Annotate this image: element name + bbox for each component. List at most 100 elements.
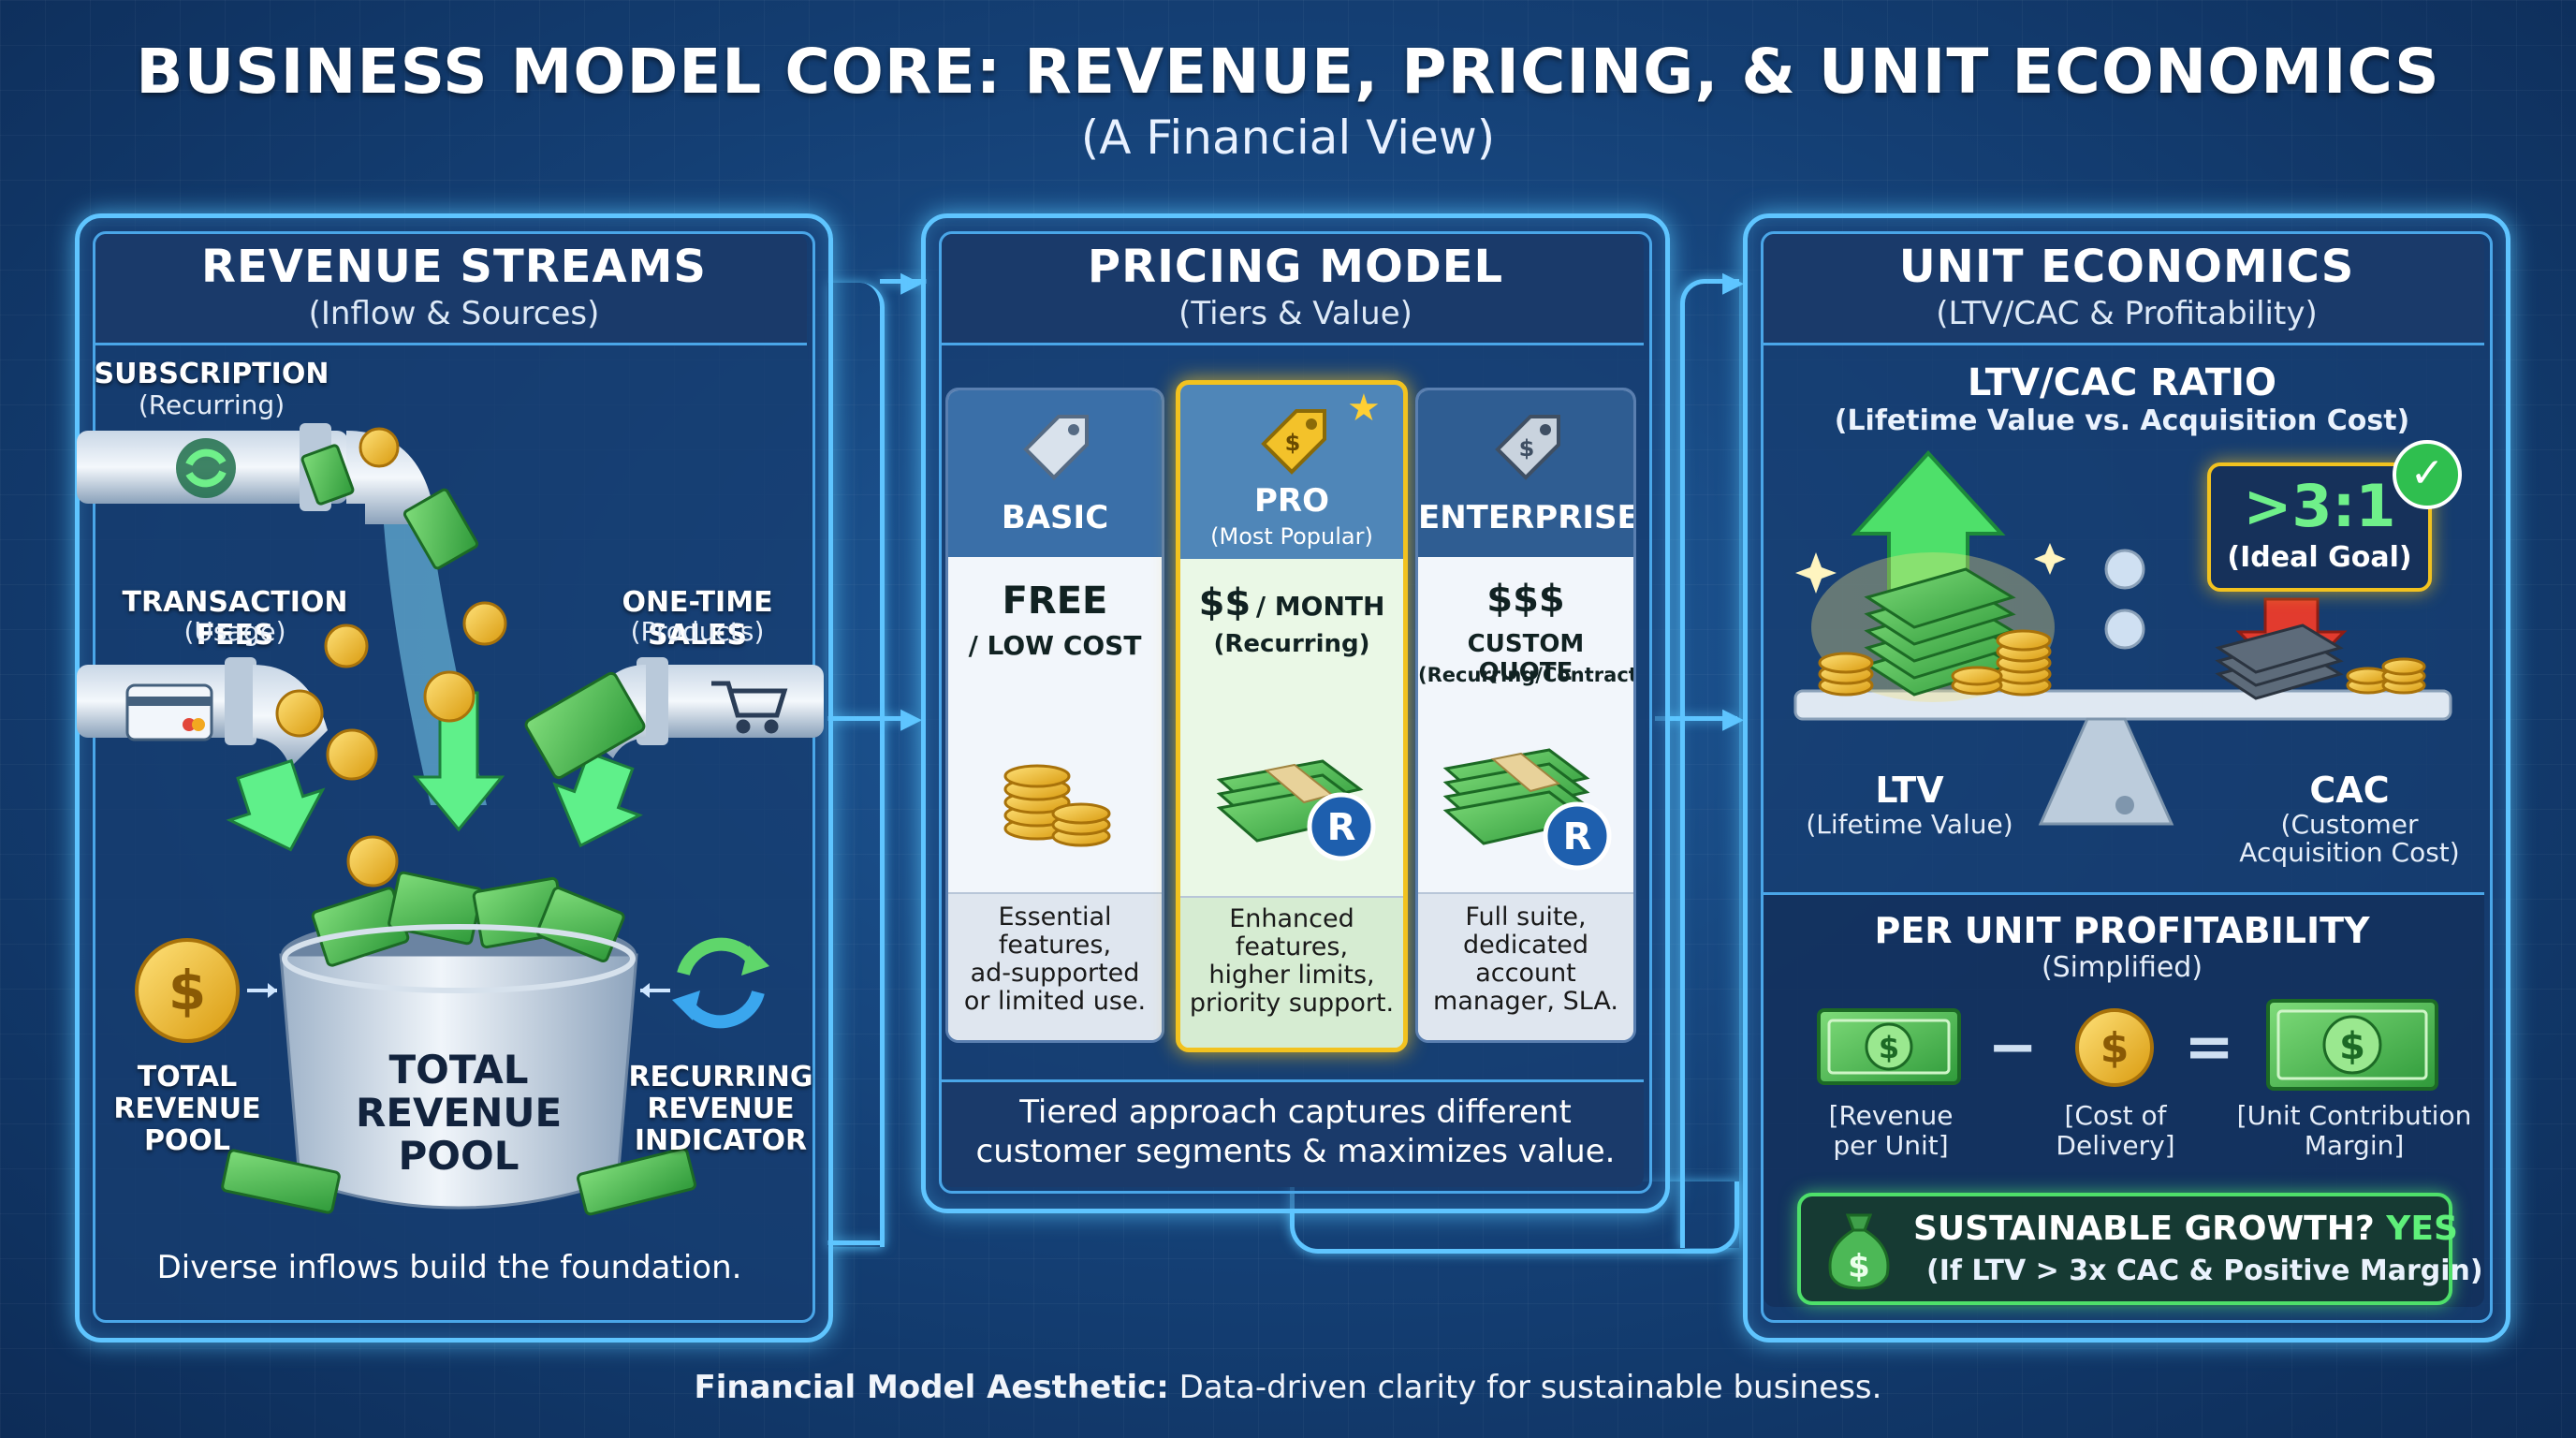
revenue-subtitle: (Inflow & Sources) [308, 295, 600, 332]
page-subtitle: (A Financial View) [1080, 110, 1496, 165]
footer: Financial Model Aesthetic: Data-driven c… [0, 1369, 2576, 1406]
recurring-line: INDICATOR [634, 1124, 808, 1157]
svg-text:$: $ [1519, 435, 1535, 462]
tier-description: Full suite, dedicated account manager, S… [1418, 903, 1633, 1016]
growth-question-text: SUSTAINABLE GROWTH? [1913, 1210, 2375, 1248]
cac-sub-line: Acquisition Cost) [2239, 837, 2460, 868]
footer-bold: Financial Model Aesthetic: [694, 1369, 1169, 1406]
page-title: BUSINESS MODEL CORE: REVENUE, PRICING, &… [136, 36, 2440, 108]
tier-price-sub: / MONTH [1255, 591, 1385, 622]
connector-line [1680, 279, 1739, 1248]
tier-badge: R [1327, 806, 1356, 849]
tier-price: $$ [1198, 581, 1251, 624]
tier-price-sub: CUSTOM QUOTE [1467, 630, 1585, 686]
coin-stack-icon [1003, 764, 1111, 847]
footer-text: Data-driven clarity for sustainable busi… [1168, 1369, 1882, 1406]
ideal-goal-label: (Ideal Goal) [2227, 541, 2412, 574]
tier-desc-line: ad-supported [970, 959, 1140, 988]
pool-left-line: REVENUE [113, 1093, 261, 1125]
connector-line [827, 1240, 880, 1245]
tier-name: PRO [1253, 482, 1329, 520]
recurring-line: REVENUE [647, 1093, 795, 1125]
tier-desc-line: or limited use. [963, 987, 1147, 1016]
tier-desc-line: Essential [998, 902, 1112, 932]
ltv-cash-stack-icon [1811, 552, 2055, 702]
profit-title: PER UNIT PROFITABILITY [1874, 910, 2370, 951]
pool-line: REVENUE [356, 1090, 563, 1136]
tier-badge: R [1563, 815, 1592, 858]
equals-sign: = [2184, 1013, 2234, 1082]
margin-line: Margin] [2304, 1130, 2405, 1161]
sustainable-growth-box: $ SUSTAINABLE GROWTH? YES (If LTV > 3x C… [1797, 1193, 2483, 1305]
unit-subtitle: (LTV/CAC & Profitability) [1936, 295, 2318, 332]
margin-bill-icon: $ [2266, 999, 2438, 1091]
registered-badge-icon: R [1307, 792, 1376, 861]
unit-margin-label: [Unit Contribution Margin] [2228, 1101, 2481, 1161]
transaction-label: TRANSACTION FEES [122, 586, 348, 652]
svg-text:$: $ [1285, 430, 1301, 456]
subscription-sub: (Recurring) [138, 389, 285, 420]
ideal-goal-box: >3:1 (Ideal Goal) [2207, 462, 2432, 592]
pricing-caption-line: Tiered approach captures different [1019, 1093, 1572, 1131]
minus-sign: − [1987, 1013, 2038, 1082]
revenue-title: REVENUE STREAMS [201, 241, 707, 293]
connector-line [827, 716, 912, 721]
svg-text:$: $ [2339, 1025, 2365, 1068]
svg-text:$: $ [1848, 1248, 1870, 1285]
tier-enterprise-card[interactable]: $ ENTERPRISE $$$ CUSTOM QUOTE (Recurring… [1415, 388, 1636, 1043]
tier-price-line: $$ / MONTH [1180, 581, 1403, 624]
cost-of-delivery-label: [Cost of Delivery] [2022, 1101, 2209, 1161]
pool-left-line: TOTAL [137, 1061, 238, 1093]
tier-desc-line: priority support. [1189, 989, 1395, 1018]
coin-icon [275, 427, 507, 888]
growth-question: SUSTAINABLE GROWTH? YES [1913, 1210, 2458, 1248]
credit-card-icon [125, 683, 213, 741]
tier-price-sub: / LOW COST [968, 630, 1142, 661]
tier-pro-card[interactable]: $ ★ PRO (Most Popular) $$ / MONTH (Recur… [1176, 380, 1408, 1052]
price-tag-icon: $ [1261, 409, 1326, 475]
onetime-sub: (Products) [630, 616, 765, 647]
connector-line [1290, 1181, 1739, 1254]
price-tag-icon [1023, 415, 1089, 480]
revenue-unit-line: [Revenue [1828, 1100, 1954, 1131]
refresh-icon [176, 438, 236, 498]
cost-line: [Cost of [2064, 1100, 2167, 1131]
subscription-label: SUBSCRIPTION [94, 358, 329, 390]
svg-text:$: $ [1879, 1030, 1899, 1065]
cac-label: CAC [2309, 770, 2390, 811]
tier-basic-card[interactable]: BASIC FREE / LOW COST Essential features… [945, 388, 1164, 1043]
pricing-caption-line: customer segments & maximizes value. [975, 1133, 1616, 1170]
cash-stack-icon: R [1216, 759, 1376, 861]
pool-left-line: POOL [143, 1124, 231, 1157]
connector-line [1655, 716, 1737, 721]
shopping-cart-icon [711, 681, 788, 734]
tier-desc-line: Enhanced [1229, 904, 1354, 933]
star-icon: ★ [1347, 387, 1381, 430]
pool-line: POOL [398, 1133, 520, 1179]
transaction-sub: (Usage) [183, 616, 286, 647]
recurring-line: RECURRING [628, 1061, 813, 1093]
cac-sublabel: (Customer Acquisition Cost) [2218, 811, 2481, 867]
unit-title: UNIT ECONOMICS [1898, 241, 2355, 293]
margin-line: [Unit Contribution [2236, 1100, 2472, 1131]
tier-note: (Recurring) [1213, 630, 1370, 658]
checkmark-icon: ✓ [2393, 440, 2462, 509]
tier-note: (Recurring/Contract) [1418, 664, 1636, 686]
tier-desc-line: manager, SLA. [1433, 987, 1618, 1016]
tier-description: Enhanced features, higher limits, priori… [1180, 905, 1403, 1018]
tier-price: FREE [1002, 580, 1108, 623]
ltv-cac-title: LTV/CAC RATIO [1967, 361, 2277, 404]
tier-description: Essential features, ad-supported or limi… [948, 903, 1162, 1016]
svg-text:$: $ [168, 959, 206, 1022]
connector-line [880, 279, 927, 284]
arrow-icon: ▶ [900, 266, 923, 299]
cost-coin-icon: $ [2075, 1008, 2154, 1087]
price-tag-icon: $ [1495, 415, 1560, 480]
dollar-coin-icon: $ [135, 938, 240, 1043]
pricing-title: PRICING MODEL [1087, 241, 1504, 293]
tier-name: ENTERPRISE [1418, 499, 1636, 536]
total-revenue-pool-label: TOTAL REVENUE POOL [356, 1049, 562, 1178]
tier-desc-line: dedicated [1462, 931, 1589, 960]
total-revenue-pool-side-label: TOTAL REVENUE POOL [103, 1062, 271, 1157]
tier-price: $$$ [1486, 578, 1565, 621]
